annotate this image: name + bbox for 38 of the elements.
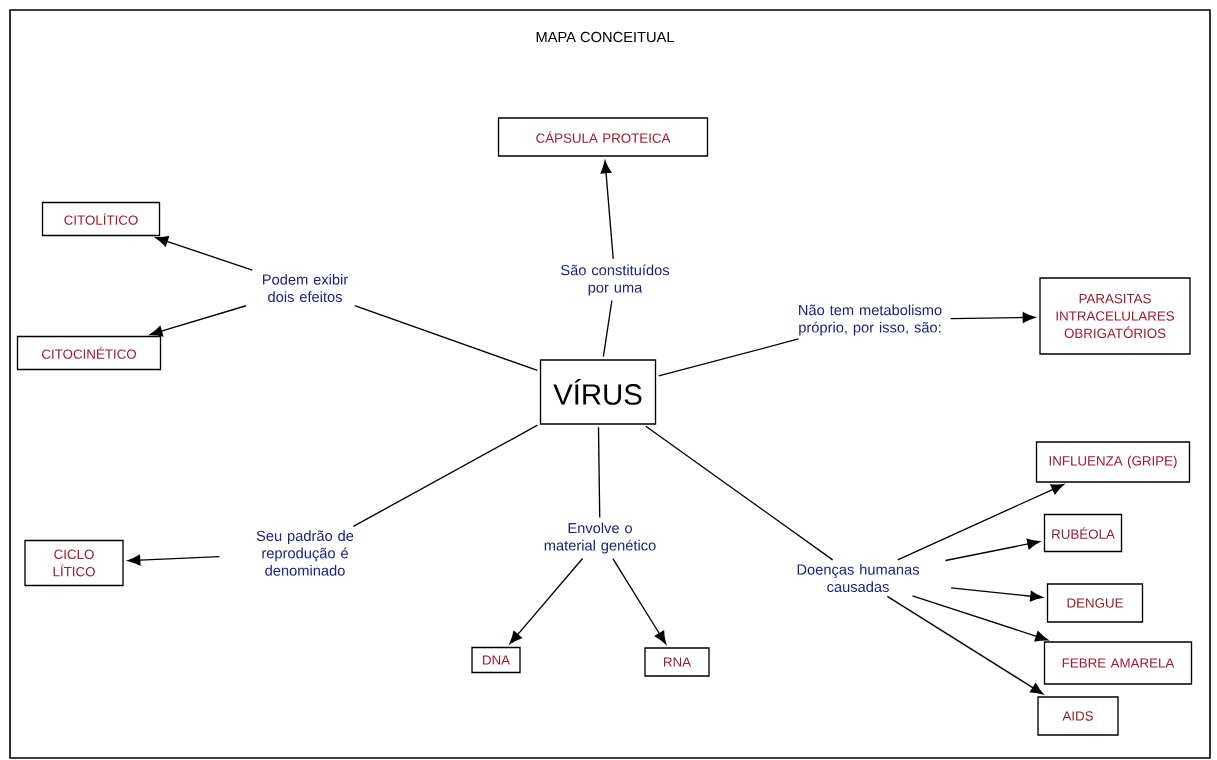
arrow — [155, 236, 253, 271]
concept-box: DENGUE — [1046, 583, 1144, 623]
concept-box: DNA — [471, 646, 521, 674]
concept-box: INFLUENZA (GRIPE) — [1035, 441, 1191, 483]
concept-box: FEBRE AMARELA — [1043, 641, 1193, 685]
arrow — [944, 538, 1041, 562]
linking-phrase: São constituídos por uma — [561, 264, 670, 296]
concept-box: AIDS — [1037, 696, 1119, 736]
arrow — [911, 595, 1049, 642]
concept-box: RUBÉOLA — [1043, 513, 1123, 553]
arrow — [600, 160, 614, 260]
linking-phrase: Podem exibir dois efeitos — [263, 273, 348, 303]
arrow — [509, 557, 584, 645]
connector-line — [352, 424, 539, 528]
linking-phrase: Doenças humanas causadas — [797, 563, 919, 593]
title: MAPA CONCEITUAL — [536, 31, 675, 43]
concept-box: VÍRUS — [539, 359, 657, 425]
connector-line — [354, 305, 538, 372]
linking-phrase: Seu padrão de reprodução é denominado — [256, 530, 354, 576]
concept-box: PARASITAS INTRACELULARES OBRIGATÓRIOS — [1039, 277, 1191, 355]
concept-box: CICLO LÍTICO — [24, 539, 124, 587]
concept-box: RNA — [644, 647, 710, 677]
arrow — [127, 554, 221, 566]
arrow — [949, 312, 1036, 323]
arrow — [149, 305, 247, 337]
concept-box: CITOLÍTICO — [41, 201, 161, 237]
connector-line — [597, 426, 601, 519]
connector-line — [658, 338, 800, 377]
concept-box: CITOCINÉTICO — [16, 335, 162, 371]
linking-phrase: Não tem metabolismo próprio, por isso, são: — [799, 304, 942, 336]
arrow — [950, 587, 1043, 602]
linking-phrase: Envolve o material genético — [544, 522, 656, 554]
arrow — [612, 558, 667, 645]
concept-box: CÁPSULA PROTEICA — [497, 117, 709, 157]
arrow — [897, 483, 1065, 561]
connector-line — [645, 425, 834, 561]
arrow — [886, 595, 1044, 695]
connector-line — [602, 299, 613, 358]
